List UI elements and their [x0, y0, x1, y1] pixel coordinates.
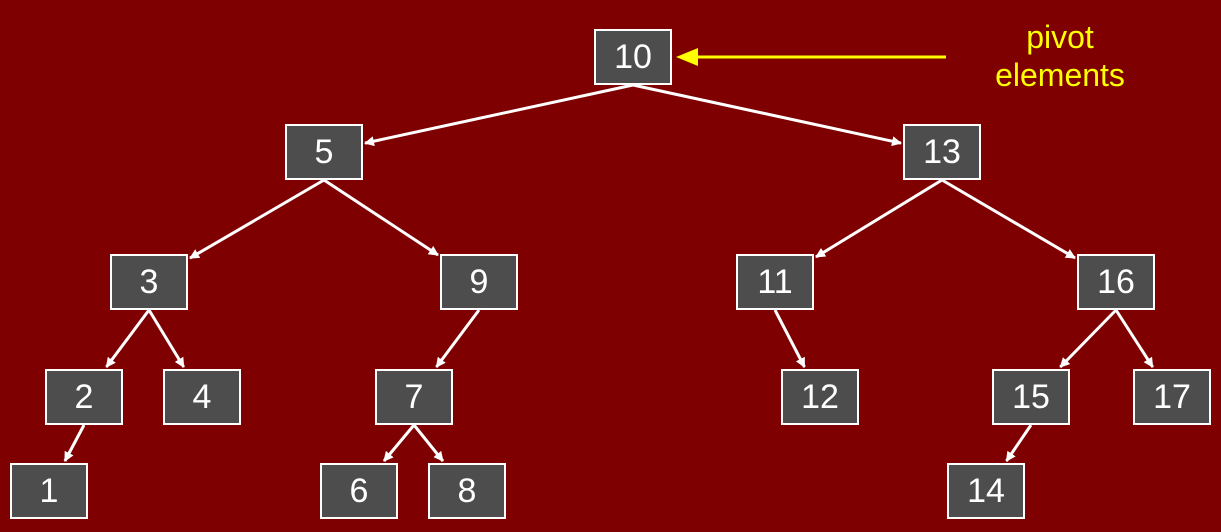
tree-node-13: 13 — [903, 124, 981, 180]
tree-node-1: 1 — [10, 463, 88, 519]
edge-10-to-13 — [632, 83, 902, 147]
edge-5-to-3 — [189, 178, 325, 260]
edge-5-to-9 — [323, 178, 439, 257]
pivot-pointer-arrowhead — [676, 48, 698, 66]
edge-16-to-15 — [1059, 308, 1118, 369]
edge-7-to-6 — [382, 424, 416, 462]
annotation-line-1: pivot — [1026, 19, 1094, 55]
tree-node-2: 2 — [45, 369, 123, 425]
tree-node-9: 9 — [440, 254, 518, 310]
edge-11-to-12 — [773, 309, 806, 368]
tree-node-14: 14 — [947, 463, 1025, 519]
annotation-line-2: elements — [995, 57, 1125, 93]
tree-node-10: 10 — [594, 29, 672, 85]
tree-node-7: 7 — [375, 369, 453, 425]
edge-13-to-16 — [941, 178, 1076, 260]
tree-node-16: 16 — [1077, 254, 1155, 310]
edge-3-to-2 — [105, 309, 151, 368]
edge-13-to-11 — [815, 178, 943, 259]
tree-node-11: 11 — [736, 254, 814, 310]
tree-node-5: 5 — [285, 124, 363, 180]
pivot-annotation: pivot elements — [955, 18, 1165, 94]
tree-node-12: 12 — [781, 369, 859, 425]
edge-9-to-7 — [435, 309, 481, 368]
tree-node-3: 3 — [110, 254, 188, 310]
edge-3-to-4 — [147, 309, 186, 368]
tree-node-4: 4 — [163, 369, 241, 425]
tree-node-17: 17 — [1133, 369, 1211, 425]
edge-16-to-17 — [1114, 309, 1154, 368]
tree-node-6: 6 — [320, 463, 398, 519]
tree-node-8: 8 — [428, 463, 506, 519]
edge-2-to-1 — [63, 424, 86, 462]
tree-node-15: 15 — [992, 369, 1070, 425]
edge-7-to-8 — [412, 424, 445, 462]
edge-10-to-5 — [364, 83, 634, 147]
edge-15-to-14 — [1005, 424, 1033, 462]
